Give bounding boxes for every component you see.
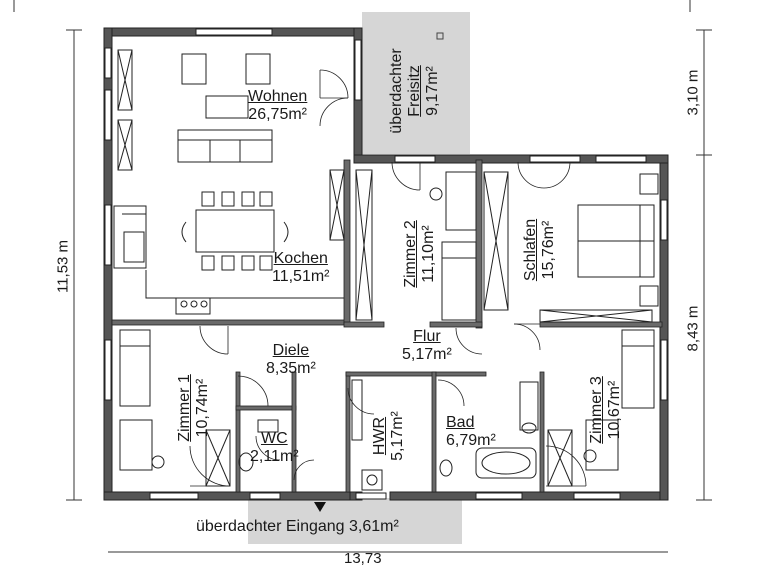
room-name: HWR xyxy=(371,416,388,456)
room-zimmer3: Zimmer 3 10,67m² xyxy=(588,350,624,470)
room-area: 10,67m² xyxy=(606,380,623,440)
room-flur: Flur 5,17m² xyxy=(402,328,452,364)
room-name: überdachter xyxy=(388,48,405,134)
room-name: Schlafen xyxy=(522,218,539,282)
room-name: Freisitz xyxy=(406,65,423,117)
room-area: 8,35m² xyxy=(266,360,316,377)
room-area: 15,76m² xyxy=(540,220,557,280)
room-freisitz: überdachter Freisitz 9,17m² xyxy=(388,36,442,146)
wall-openings xyxy=(104,28,668,500)
room-schlafen: Schlafen 15,76m² xyxy=(522,190,558,310)
room-area: 5,17m² xyxy=(402,346,452,363)
room-zimmer2: Zimmer 2 11,10m² xyxy=(402,194,438,314)
dimension-lines xyxy=(13,0,712,553)
room-area: 10,74m² xyxy=(194,378,211,438)
entrance-arrow xyxy=(314,502,326,512)
covered-entrance xyxy=(248,498,462,544)
room-name: Wohnen xyxy=(248,88,308,105)
room-name: Zimmer 2 xyxy=(402,220,419,288)
room-bad: Bad 6,79m² xyxy=(446,414,496,450)
room-name: Flur xyxy=(413,328,441,345)
room-name: Bad xyxy=(446,414,475,431)
room-kochen: Kochen 11,51m² xyxy=(272,250,330,286)
room-area: 2,11m² xyxy=(250,448,299,465)
room-area: 11,51m² xyxy=(272,268,330,285)
room-area: 6,79m² xyxy=(446,432,496,449)
dimension-left-total: 11,53 m xyxy=(54,239,72,294)
room-wc: WC 2,11m² xyxy=(250,430,299,466)
room-area: 5,17m² xyxy=(389,411,406,461)
entrance-label: überdachter Eingang 3,61m² xyxy=(196,518,399,535)
room-hwr: HWR 5,17m² xyxy=(371,393,407,479)
room-area: 11,10m² xyxy=(420,225,437,283)
room-zimmer1: Zimmer 1 10,74m² xyxy=(176,348,212,468)
room-name: WC xyxy=(260,430,288,447)
interior-walls xyxy=(111,159,663,493)
covered-terrace xyxy=(362,12,470,154)
room-name: Zimmer 1 xyxy=(176,374,193,442)
room-name: Zimmer 3 xyxy=(588,376,605,444)
dimension-right-lower: 8,43 m xyxy=(684,305,702,352)
furniture xyxy=(113,49,659,491)
door-swings xyxy=(189,69,587,487)
room-wohnen: Wohnen 26,75m² xyxy=(248,88,307,124)
room-area: 9,17m² xyxy=(424,66,441,116)
dimension-right-upper: 3,10 m xyxy=(684,69,702,116)
dimension-bottom-total: 13,73 xyxy=(344,550,382,567)
room-area: 26,75m² xyxy=(248,106,307,123)
room-diele: Diele 8,35m² xyxy=(266,342,316,378)
room-name: Kochen xyxy=(273,250,328,267)
room-name: Diele xyxy=(272,342,310,359)
terrace-marker xyxy=(436,32,444,40)
